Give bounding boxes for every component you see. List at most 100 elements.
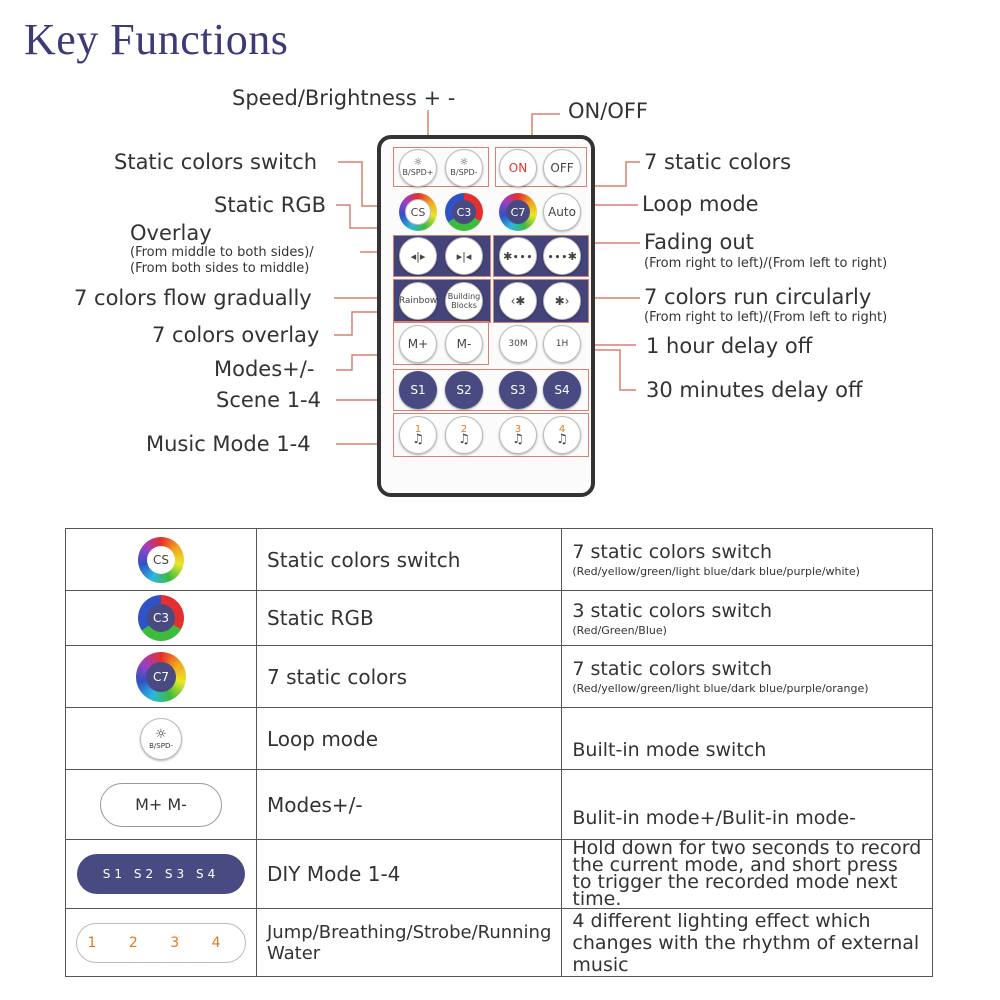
table-row: C3 Static RGB 3 static colors switch(Red… [65, 590, 933, 646]
fade-ltr-icon: ∙∙∙✱ [547, 249, 577, 263]
music-note-icon: ♫ [556, 432, 568, 447]
overlay-out-icon: ◂|▸ [410, 249, 426, 263]
music-note-icon: ♫ [512, 432, 524, 447]
label-static-colors-switch: Static colors switch [114, 150, 318, 174]
sun-icon: ☼ [413, 157, 423, 168]
table-row: CS Static colors switch 7 static colors … [65, 528, 933, 591]
table-row: S1 S2 S3 S4 DIY Mode 1-4 Hold down for t… [65, 839, 933, 909]
fade-rtl-button[interactable]: ✱∙∙∙ [499, 237, 537, 275]
label-modes: Modes+/- [214, 357, 315, 381]
table-row: ☼B/SPD- Loop mode Built-in mode switch [65, 707, 933, 770]
scene-2-button[interactable]: S2 [445, 371, 483, 409]
c7-icon: C7 [136, 651, 186, 702]
modes-frame [393, 321, 489, 365]
off-button[interactable]: OFF [543, 149, 581, 187]
run-ltr-button[interactable]: ✱› [543, 282, 581, 320]
music-note-icon: ♫ [458, 432, 470, 447]
delay-1h-button[interactable]: 1H [543, 325, 581, 363]
table-row: C7 7 static colors 7 static colors switc… [65, 645, 933, 708]
fade-ltr-button[interactable]: ∙∙∙✱ [543, 237, 581, 275]
mode-plus-minus-icon: M+ M- [100, 782, 222, 827]
music-4-button[interactable]: 4♫ [543, 416, 581, 454]
music-icons: 1 2 3 4 [76, 922, 246, 963]
music-3-button[interactable]: 3♫ [499, 416, 537, 454]
scene-3-button[interactable]: S3 [499, 371, 537, 409]
cs-button[interactable]: CS [399, 193, 437, 231]
c7-button[interactable]: C7 [499, 193, 537, 231]
table-name: DIY Mode 1-4 [255, 839, 563, 909]
label-loop-mode: Loop mode [642, 192, 759, 216]
fade-rtl-icon: ✱∙∙∙ [503, 249, 533, 263]
label-on-off: ON/OFF [568, 99, 649, 123]
label-seven-static-colors: 7 static colors [644, 150, 792, 174]
music-1-button[interactable]: 1♫ [399, 416, 437, 454]
on-button[interactable]: ON [499, 149, 537, 187]
label-speed-brightness: Speed/Brightness + - [232, 86, 456, 110]
mode-minus-button[interactable]: M- [445, 325, 483, 363]
music-frame [393, 413, 589, 457]
table-icon-cell: CS [65, 528, 257, 591]
sun-icon: ☼B/SPD- [140, 717, 182, 760]
auto-button[interactable]: Auto [543, 193, 581, 231]
music-note-icon: ♫ [412, 432, 424, 447]
label-flow-gradually: 7 colors flow gradually [74, 286, 312, 310]
page-title: Key Functions [24, 15, 289, 64]
speed-down-button[interactable]: ☼B/SPD- [445, 149, 483, 187]
rainbow-button[interactable]: Rainbow [399, 282, 437, 320]
table-desc: Hold down for two seconds to record the … [561, 839, 933, 909]
scene-1-button[interactable]: S1 [399, 371, 437, 409]
overlay-in-button[interactable]: ▸|◂ [445, 237, 483, 275]
delay-30m-button[interactable]: 30M [499, 325, 537, 363]
table-desc-cell: Bulit-in mode+/Bulit-in mode- [561, 769, 933, 840]
overlay-in-icon: ▸|◂ [456, 249, 472, 263]
label-colors-overlay: 7 colors overlay [152, 323, 320, 347]
table-row: M+ M- Modes+/- Bulit-in mode+/Bulit-in m… [65, 769, 933, 840]
table-desc: 4 different lighting effect which change… [561, 908, 933, 977]
label-overlay: Overlay [130, 221, 212, 245]
label-overlay-sub2: (From both sides to middle) [130, 261, 310, 276]
table-icon-cell: M+ M- [65, 769, 257, 840]
label-overlay-sub1: (From middle to both sides)/ [130, 245, 314, 260]
scene-4-button[interactable]: S4 [543, 371, 581, 409]
label-fading-out-sub: (From right to left)/(From left to right… [644, 256, 888, 271]
table-icon-cell: S1 S2 S3 S4 [65, 839, 257, 909]
table-name: Loop mode [255, 707, 563, 770]
label-scene: Scene 1-4 [216, 388, 321, 412]
table-name: Static RGB [255, 590, 563, 646]
c3-button[interactable]: C3 [445, 193, 483, 231]
run-rtl-button[interactable]: ‹✱ [499, 282, 537, 320]
brightness-up-button[interactable]: ☼B/SPD+ [399, 149, 437, 187]
label-music-mode: Music Mode 1-4 [146, 432, 311, 456]
table-name: Static colors switch [255, 528, 563, 591]
table-name: 7 static colors [255, 645, 563, 708]
c3-icon: C3 [138, 595, 184, 641]
overlay-out-button[interactable]: ◂|▸ [399, 237, 437, 275]
label-static-rgb: Static RGB [214, 193, 326, 217]
on-off-frame [495, 147, 587, 187]
label-hour-delay: 1 hour delay off [646, 334, 813, 358]
building-blocks-button[interactable]: Building Blocks [445, 282, 483, 320]
table-desc-cell: Built-in mode switch [561, 707, 933, 770]
label-fading-out: Fading out [644, 230, 754, 254]
table-row: 1 2 3 4 Jump/Breathing/Strobe/Running Wa… [65, 908, 933, 977]
speed-brightness-frame [393, 147, 489, 187]
table-name: Modes+/- [255, 769, 563, 840]
table-icon-cell: C7 [65, 645, 257, 708]
scene-frame [393, 369, 589, 411]
label-run-circularly-sub: (From right to left)/(From left to right… [644, 310, 888, 325]
table-desc-cell: 3 static colors switch(Red/Green/Blue) [561, 590, 933, 646]
music-2-button[interactable]: 2♫ [445, 416, 483, 454]
mode-plus-button[interactable]: M+ [399, 325, 437, 363]
label-run-circularly: 7 colors run circularly [644, 285, 872, 309]
run-rtl-icon: ‹✱ [510, 294, 526, 308]
remote-control: ☼B/SPD+ ☼B/SPD- ON OFF CS C3 C7 Auto ◂|▸… [377, 135, 595, 497]
table-icon-cell: ☼B/SPD- [65, 707, 257, 770]
scene-icons: S1 S2 S3 S4 [77, 854, 245, 894]
cs-icon: CS [138, 536, 184, 583]
run-ltr-icon: ✱› [554, 294, 570, 308]
label-min-delay: 30 minutes delay off [646, 378, 863, 402]
sun-icon: ☼ [459, 157, 469, 168]
table-icon-cell: 1 2 3 4 [65, 908, 257, 977]
table-icon-cell: C3 [65, 590, 257, 646]
function-table: CS Static colors switch 7 static colors … [65, 528, 933, 977]
